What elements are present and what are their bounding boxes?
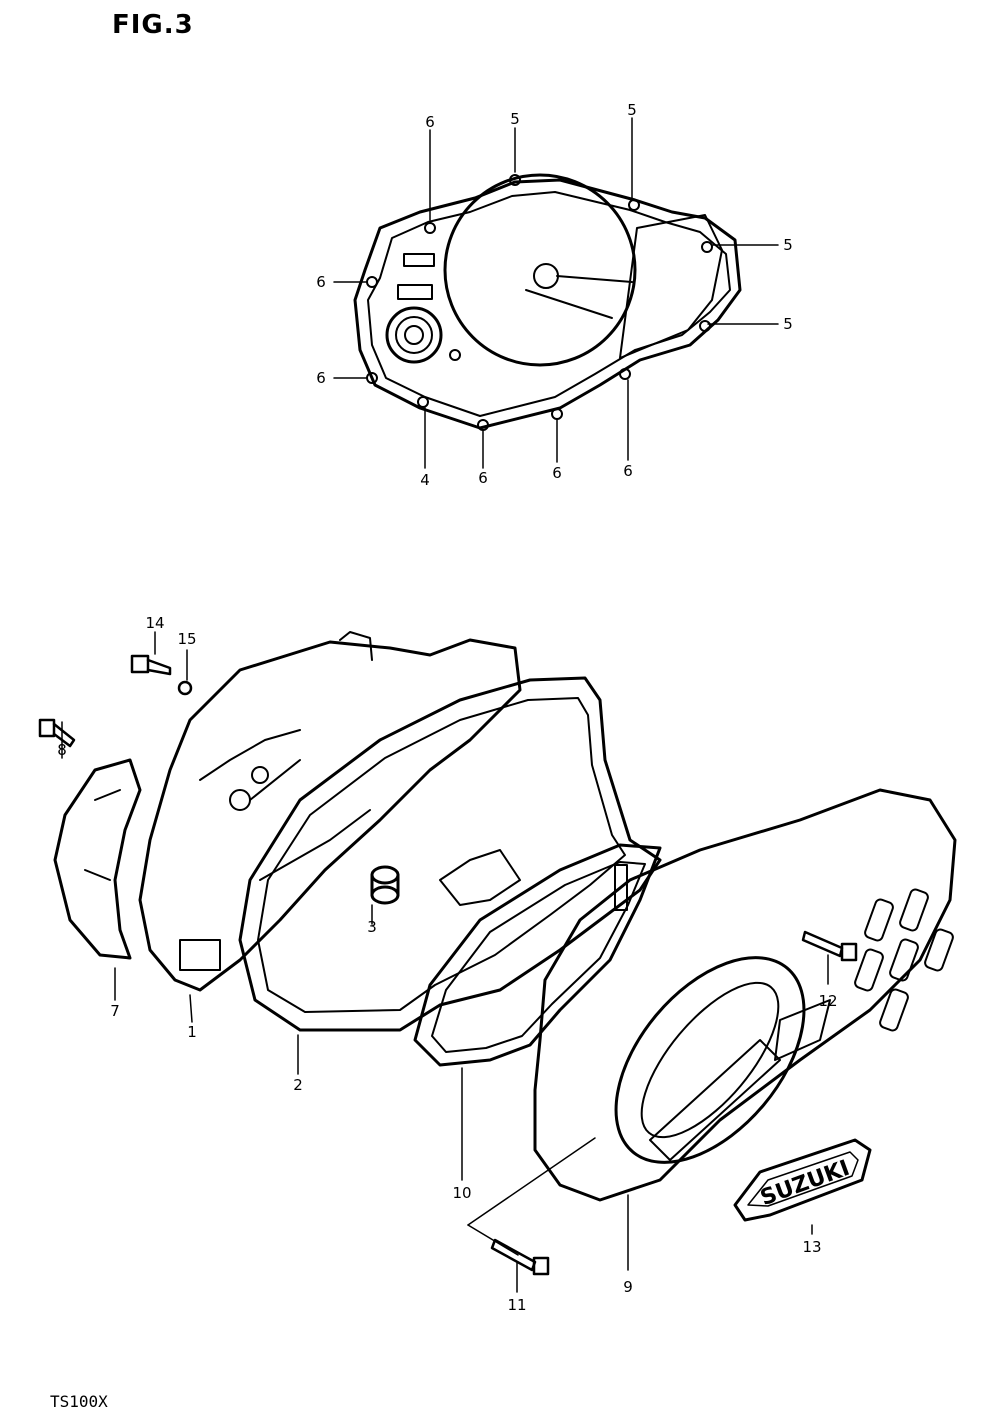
figure-title: FIG.3 — [112, 10, 194, 40]
callout-6: 6 — [478, 469, 488, 487]
callout-12: 12 — [818, 992, 837, 1010]
callout-2: 2 — [293, 1076, 303, 1094]
part-3-dowel — [370, 865, 400, 905]
part-11-screw — [490, 1238, 550, 1276]
part-7-cover — [53, 758, 142, 960]
part-1-clutch-cover — [138, 631, 522, 992]
callout-5: 5 — [510, 110, 520, 128]
part-13-badge — [733, 1138, 872, 1222]
callout-9: 9 — [623, 1278, 633, 1296]
part-10-gasket — [413, 843, 662, 1067]
callout-10: 10 — [452, 1184, 471, 1202]
callout-5: 5 — [783, 236, 793, 254]
callout-11: 11 — [507, 1296, 526, 1314]
part-9-cover — [533, 788, 957, 1202]
callout-4: 4 — [420, 471, 430, 489]
callout-6: 6 — [552, 464, 562, 482]
callout-6: 6 — [316, 273, 326, 291]
callout-6: 6 — [316, 369, 326, 387]
callout-6: 6 — [425, 113, 435, 131]
callout-14: 14 — [145, 614, 164, 632]
callout-15: 15 — [177, 630, 196, 648]
callout-6: 6 — [623, 462, 633, 480]
callout-7: 7 — [110, 1002, 120, 1020]
callout-5: 5 — [783, 315, 793, 333]
part-15-washer — [177, 680, 193, 696]
part-12-screw — [801, 930, 858, 962]
part-14-screw — [130, 654, 172, 676]
callout-8: 8 — [57, 741, 67, 759]
model-label: TS100X — [50, 1392, 108, 1411]
callout-3: 3 — [367, 918, 377, 936]
top-callouts: 6 5 5 5 6 5 6 4 6 6 6 — [316, 101, 793, 489]
bottom-callouts: 14 15 8 7 1 3 2 10 12 9 11 13 — [57, 614, 837, 1314]
callout-13: 13 — [802, 1238, 821, 1256]
callout-5: 5 — [627, 101, 637, 119]
callout-1: 1 — [187, 1023, 197, 1041]
clutch-cover-inner-view — [333, 117, 779, 469]
